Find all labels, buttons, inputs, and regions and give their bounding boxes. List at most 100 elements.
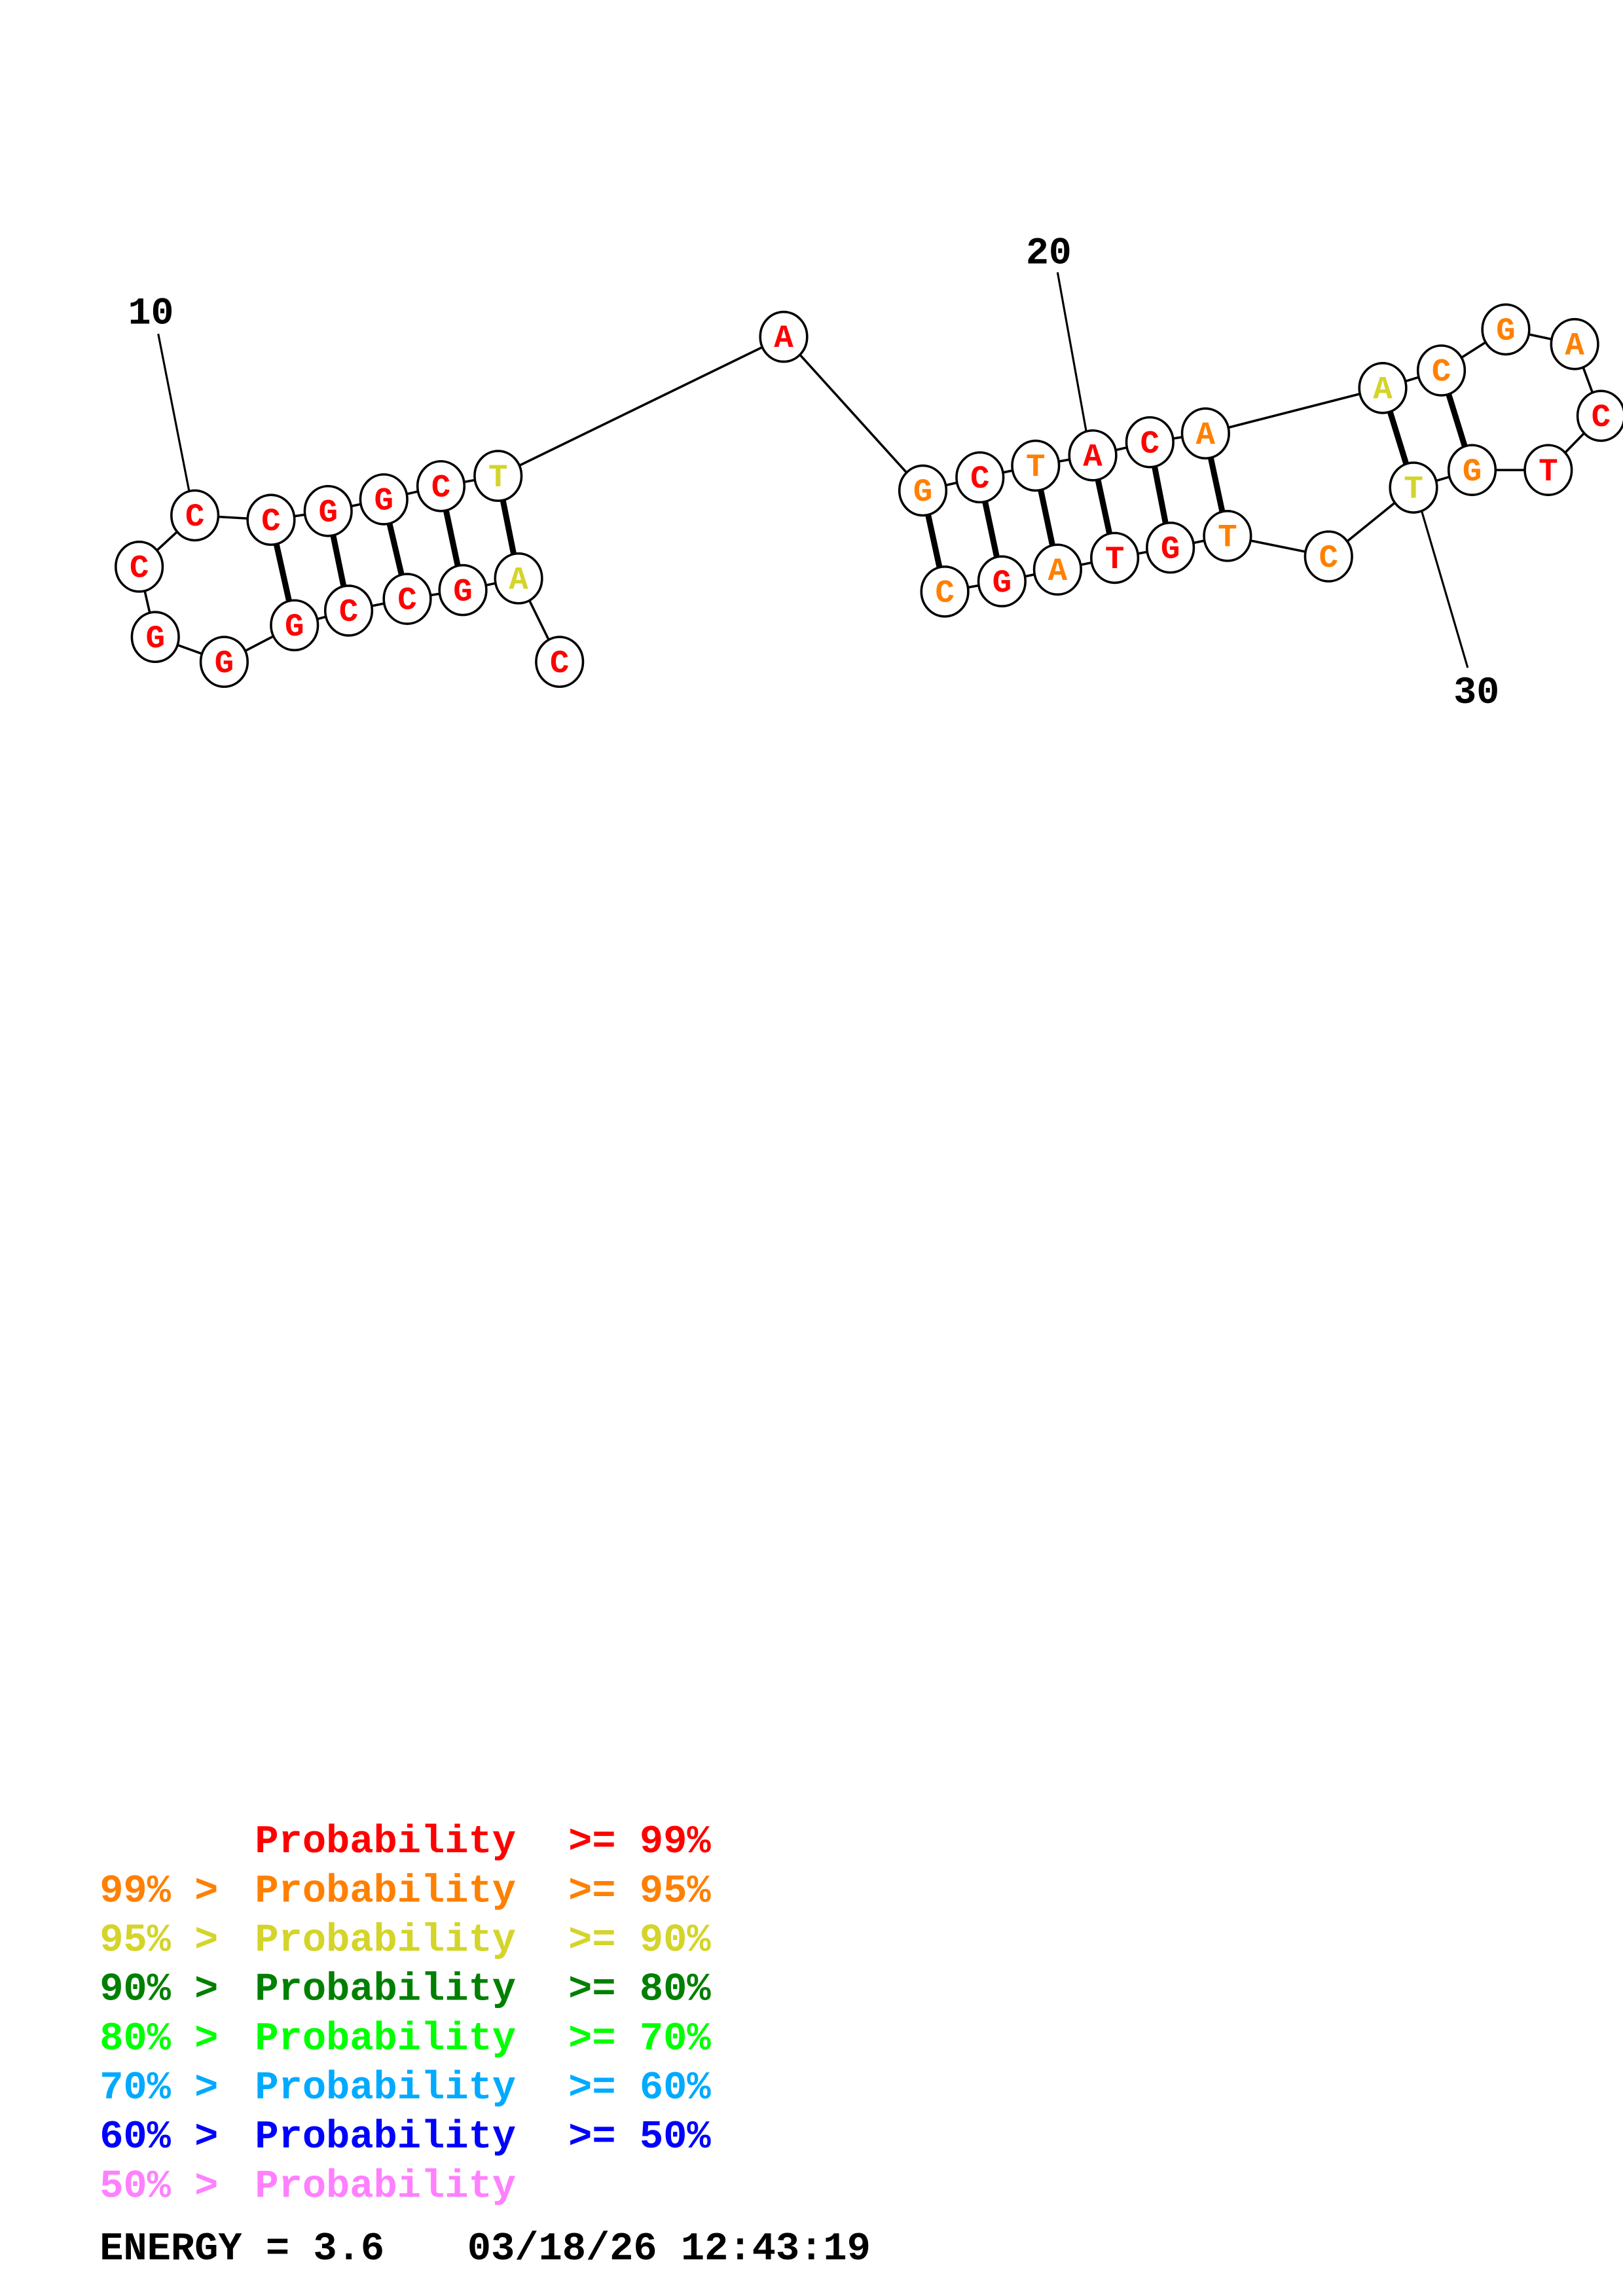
nucleotide-26: A [1550,317,1599,370]
nucleotide-circle [1550,317,1599,370]
nucleotide-circle [416,459,466,512]
nucleotide-14: C [416,459,466,512]
nucleotide-circle [1576,389,1623,442]
energy-label: ENERGY = 3.6 [100,2227,384,2272]
nucleotide-16: A [759,310,809,363]
nucleotide-6: G [270,599,319,652]
backbone-segment [1205,387,1383,435]
nucleotide-30: T [1389,461,1438,514]
nucleotide-circle [1304,530,1353,583]
nucleotide-8: G [130,611,180,664]
backbone-segment [782,336,924,492]
legend-prefix: 60% > [100,2115,218,2160]
nucleotide-20: A [1068,429,1118,482]
nucleotide-circle [1523,444,1573,496]
legend-row: 99% >Probability>= 95% [100,1869,711,1914]
nucleotide-circle [1180,407,1230,460]
nucleotide-10: C [170,489,220,542]
nucleotide-circle [303,484,353,537]
nucleotide-3: G [438,564,488,617]
nucleotide-circle [759,310,809,363]
nucleotide-9: C [115,540,164,593]
nucleotide-circle [270,599,319,652]
probability-legend: Probability>= 99%99% >Probability>= 95%9… [100,1820,711,2209]
tick-label: 10 [128,293,174,335]
nucleotide-circle [170,489,220,542]
timestamp: 03/18/26 12:43:19 [467,2227,871,2272]
nucleotide-base: G [285,609,304,645]
nucleotide-circle [977,555,1027,608]
legend-label: Probability [255,1820,516,1865]
legend-threshold: >= 99% [568,1820,711,1865]
nucleotide-base: C [970,461,990,497]
legend-row: 90% > Probability >= 80% [100,1968,711,2013]
nucleotide-circle [1203,510,1252,562]
nucleotide-35: A [1032,543,1082,596]
nucleotide-circle [1146,521,1195,574]
legend-threshold: >= 80% [568,1968,711,2013]
legend-row: 70% >Probability>= 60% [100,2066,711,2111]
nucleotide-circle [1447,444,1497,496]
nucleotide-circle [955,451,1005,504]
nucleotide-5: C [323,584,374,637]
nucleotide-base: T [1218,519,1237,556]
nucleotide-31: C [1304,530,1353,583]
nucleotide-base: C [935,575,955,612]
nucleotide-circle [1358,362,1408,414]
nucleotide-33: G [1146,521,1195,574]
nucleotide-base: A [1196,417,1216,454]
nucleotide-25: G [1481,303,1531,356]
tick-line [1056,272,1088,435]
nucleotide-11: C [246,493,296,547]
nucleotide-base: T [1539,454,1558,490]
nucleotide-19: T [1011,439,1061,492]
nucleotide-base: G [993,565,1012,601]
backbone-segment [497,335,784,477]
nucleotide-base: C [1140,425,1160,462]
nucleotide-base: G [1496,313,1516,350]
legend-threshold: >= 50% [568,2115,711,2160]
nucleotide-base: C [1432,354,1451,391]
nucleotide-23: A [1358,362,1408,414]
nucleotide-base: G [1463,454,1482,490]
nucleotide-circle [115,540,164,593]
legend-row: 60% > Probability >= 50% [100,2115,711,2160]
nucleotide-circle [246,493,296,547]
nucleotide-base: C [550,645,570,682]
legend-row: Probability >= 99% [255,1820,711,1865]
nucleotide-circle [1090,531,1140,584]
nucleotide-circle [323,584,374,637]
nucleotide-circle [920,565,970,618]
nucleotide-circle [130,611,180,664]
nucleotide-32: T [1203,510,1252,562]
nucleotide-base: G [453,573,473,610]
nucleotide-12: G [303,484,353,537]
legend-label: Probability [255,2017,516,2062]
nucleotide-13: G [359,473,409,526]
nucleotide-18: C [955,451,1005,504]
nucleotide-circle [1416,344,1467,397]
nucleotide-24: C [1416,344,1467,397]
nucleotide-circle [473,450,523,502]
nucleotide-base: C [185,499,205,535]
nucleotide-base: C [431,469,451,506]
legend-prefix: 95% > [100,1918,218,1963]
legend-label: Probability [255,2115,516,2160]
nucleotide-21: C [1125,416,1175,469]
legend-prefix: 90% > [100,1968,218,2013]
nucleotide-circle [898,464,948,517]
nucleotide-circle [199,636,249,689]
nucleotide-22: A [1180,407,1230,460]
nucleotide-base: G [215,645,234,682]
nucleotide-base: C [1592,399,1611,436]
nucleotide-28: T [1523,444,1573,496]
legend-row: 50% >Probability [100,2164,516,2209]
tick-label: 30 [1453,672,1499,715]
nucleotide-1: C [535,636,585,689]
nucleotide-36: G [977,555,1027,608]
nucleotide-base: G [374,483,393,520]
nucleotide-base: A [774,320,793,357]
legend-prefix: 80% > [100,2017,218,2062]
legend-label: Probability [255,1968,516,2013]
